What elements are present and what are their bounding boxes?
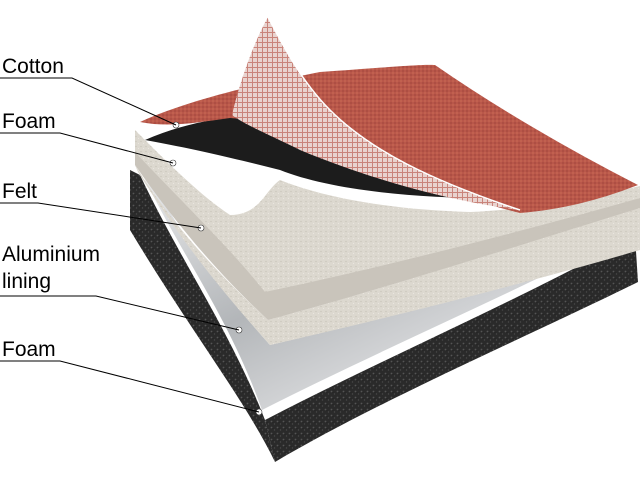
bottom-foam-right-face: [265, 236, 638, 462]
label-felt: Felt: [2, 180, 38, 203]
leader-line-foam-bottom: [0, 360, 260, 413]
leader-line-aluminium: [0, 295, 240, 331]
label-aluminium-line1: Aluminium: [2, 243, 101, 266]
felt-layer: [135, 165, 640, 345]
leader-line-cotton: [0, 77, 177, 126]
label-aluminium-line2: lining: [2, 270, 52, 293]
label-foam-top: Foam: [2, 110, 56, 133]
cotton-flap-edge: [267, 16, 521, 211]
leader-line-foam-top: [0, 132, 174, 164]
bottom-foam-layer: [130, 170, 275, 462]
top-foam-layer: [135, 130, 640, 292]
leader-line-felt: [0, 202, 202, 229]
label-foam-bottom: Foam: [2, 338, 56, 361]
aluminium-lining-layer: [145, 178, 635, 410]
cotton-peeled-flap: [232, 17, 520, 210]
felt-top-surface: [135, 150, 640, 320]
label-cotton: Cotton: [2, 55, 64, 78]
